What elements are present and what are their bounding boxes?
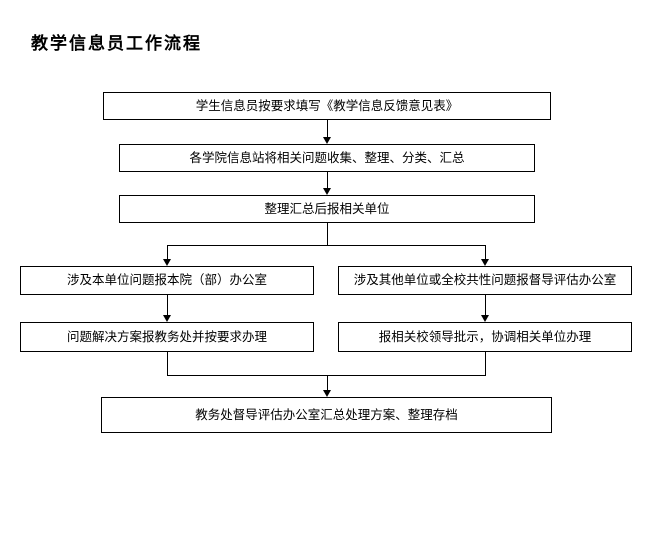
connector-merge-right-line: [485, 352, 486, 376]
connector-branch-left-line: [167, 295, 168, 315]
split-horizontal-line: [167, 245, 486, 246]
arrow-down-icon: [163, 259, 171, 266]
flow-box-step3-label: 整理汇总后报相关单位: [264, 200, 390, 216]
arrow-down-icon: [481, 259, 489, 266]
connector-split-left-line: [167, 245, 168, 259]
flow-box-branch-left-1-label: 涉及本单位问题报本院（部）办公室: [66, 272, 267, 288]
flow-box-branch-right-2-label: 报相关校领导批示，协调相关单位办理: [378, 328, 592, 344]
arrow-down-icon: [323, 188, 331, 195]
flow-box-final-label: 教务处督导评估办公室汇总处理方案、整理存档: [195, 406, 458, 422]
arrow-down-icon: [163, 315, 171, 322]
flow-box-step3: 整理汇总后报相关单位: [119, 195, 535, 223]
connector-split-right-line: [485, 245, 486, 259]
arrow-down-icon: [481, 315, 489, 322]
connector-merge-final-line: [327, 375, 328, 390]
flow-box-branch-right-1: 涉及其他单位或全校共性问题报督导评估办公室: [338, 266, 632, 295]
connector-step3-split-line: [327, 223, 328, 245]
flow-box-step2: 各学院信息站将相关问题收集、整理、分类、汇总: [119, 144, 535, 172]
flow-box-branch-right-1-label: 涉及其他单位或全校共性问题报督导评估办公室: [353, 272, 617, 288]
arrow-down-icon: [323, 137, 331, 144]
flow-box-step1: 学生信息员按要求填写《教学信息反馈意见表》: [103, 92, 551, 120]
connector-merge-left-line: [167, 352, 168, 376]
flow-box-step2-label: 各学院信息站将相关问题收集、整理、分类、汇总: [189, 149, 465, 165]
page-title: 教学信息员工作流程: [31, 34, 202, 54]
connector-step1-step2-line: [327, 120, 328, 137]
flow-box-branch-left-1: 涉及本单位问题报本院（部）办公室: [20, 266, 314, 295]
flow-box-final: 教务处督导评估办公室汇总处理方案、整理存档: [101, 397, 552, 433]
flow-box-step1-label: 学生信息员按要求填写《教学信息反馈意见表》: [195, 97, 459, 113]
merge-horizontal-line: [167, 375, 486, 376]
flow-box-branch-left-2-label: 问题解决方案报教务处并按要求办理: [66, 328, 267, 344]
arrow-down-icon: [323, 390, 331, 397]
connector-step2-step3-line: [327, 172, 328, 188]
flow-box-branch-right-2: 报相关校领导批示，协调相关单位办理: [338, 322, 632, 352]
connector-branch-right-line: [485, 295, 486, 315]
flow-box-branch-left-2: 问题解决方案报教务处并按要求办理: [20, 322, 314, 352]
